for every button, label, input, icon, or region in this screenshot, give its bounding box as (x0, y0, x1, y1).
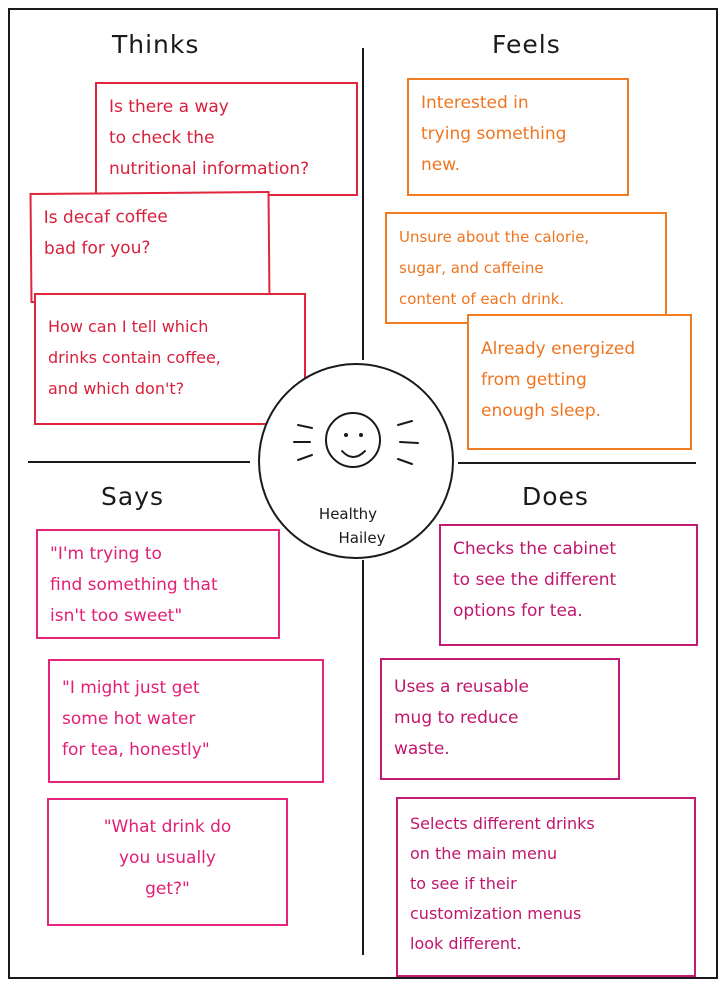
note-says-1: "I'm trying to find something that isn't… (36, 529, 280, 639)
note-does-1: Checks the cabinet to see the different … (439, 524, 698, 646)
note-does-3: Selects different drinks on the main men… (396, 797, 696, 977)
note-thinks-1: Is there a way to check the nutritional … (95, 82, 358, 196)
persona-circle: Healthy Hailey (258, 363, 454, 559)
note-feels-2: Unsure about the calorie, sugar, and caf… (385, 212, 667, 324)
vertical-divider-bottom (362, 560, 364, 955)
note-feels-1: Interested in trying something new. (407, 78, 629, 196)
heading-does: Does (522, 482, 589, 511)
persona-name-line2: Hailey (338, 529, 386, 547)
note-says-3: "What drink do you usually get?" (47, 798, 288, 926)
heading-says: Says (101, 482, 165, 511)
empathy-map-frame (8, 8, 718, 979)
horizontal-divider-left (28, 461, 250, 463)
note-says-2: "I might just get some hot water for tea… (48, 659, 324, 783)
note-thinks-2: Is decaf coffee bad for you? (29, 190, 271, 304)
horizontal-divider-right (458, 462, 696, 464)
vertical-divider-top (362, 48, 364, 360)
heading-thinks: Thinks (112, 30, 200, 59)
note-thinks-3: How can I tell which drinks contain coff… (34, 293, 306, 425)
note-does-2: Uses a reusable mug to reduce waste. (380, 658, 620, 780)
heading-feels: Feels (492, 30, 561, 59)
note-feels-3: Already energized from getting enough sl… (467, 314, 692, 450)
persona-name-line1: Healthy (318, 505, 378, 523)
smiley-face-icon (293, 412, 419, 468)
